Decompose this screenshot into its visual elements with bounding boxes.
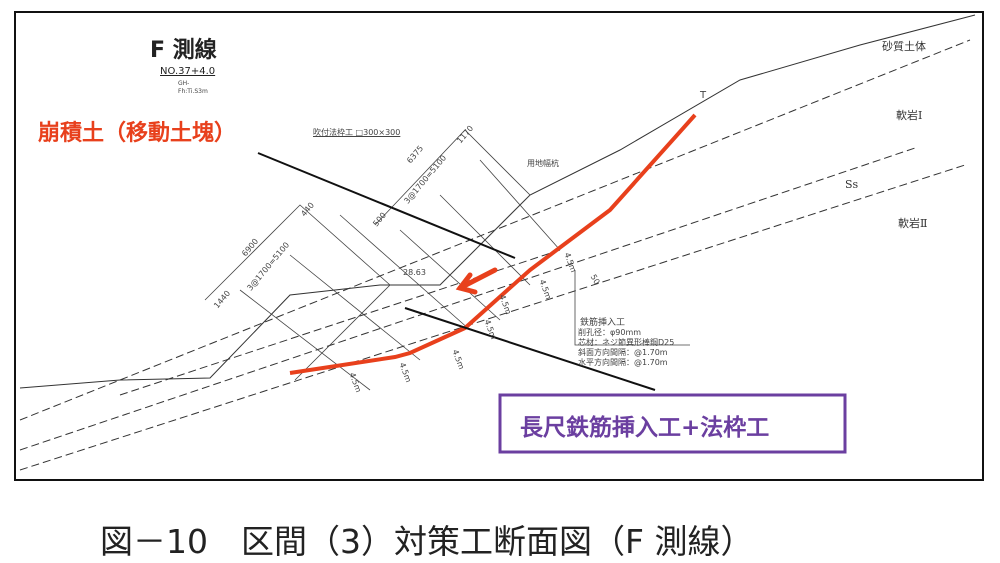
layer-soft-rock-2: 軟岩Ⅱ xyxy=(898,217,928,230)
section-title: F 測線 xyxy=(150,38,217,63)
countermeasure-label: 長尺鉄筋挿入工+法枠工 xyxy=(520,415,770,441)
rebar-nail xyxy=(289,254,421,361)
station-sub: Fh:Ti.S3m xyxy=(178,88,208,95)
ss-lower-line xyxy=(19,164,966,471)
layer-ss: Ss xyxy=(845,178,859,191)
slope-frame-label: 吹付法枠工 □300×300 xyxy=(313,128,401,137)
ss-upper-line xyxy=(19,147,916,451)
countermeasure-leader-line xyxy=(404,307,656,391)
figure-caption: 図－10 区間（3）対策工断面図（F 測線） xyxy=(100,522,754,561)
spec-leader xyxy=(574,270,690,346)
rebar-nail xyxy=(439,194,531,286)
nail-spec-line: 斜面方向間隔：@1.70m xyxy=(578,348,668,357)
boundary-stake-label: 用地幅杭 xyxy=(527,159,559,168)
frame-and-nails xyxy=(204,129,690,391)
berm-label: 28.63 xyxy=(403,268,426,277)
colluvium-label: 崩積土（移動土塊） xyxy=(38,121,237,146)
countermeasure-box xyxy=(498,393,847,454)
nail-spec-title: 鉄筋挿入工 xyxy=(580,318,626,328)
nail-spec-line: 削孔径：φ90mm xyxy=(578,328,642,337)
drawing-border xyxy=(14,11,984,481)
lower-frame-outline xyxy=(204,204,391,381)
rebar-nail xyxy=(399,229,501,321)
colluvium-leader-line xyxy=(257,152,516,259)
station-sub: GH- xyxy=(178,80,190,87)
top-marker: T xyxy=(700,90,707,101)
layer-soft-rock-1: 軟岩Ⅰ xyxy=(896,109,923,122)
rebar-nail xyxy=(339,214,471,331)
station-number: NO.37+4.0 xyxy=(160,66,216,77)
rebar-nail xyxy=(479,159,561,251)
layer-sandy: 砂質土体 xyxy=(882,40,926,53)
nail-spec-line: 水平方向間隔：@1.70m xyxy=(578,358,668,367)
rebar-nail xyxy=(239,289,371,391)
movement-arrow-icon xyxy=(455,267,498,295)
nail-spec-line: 芯材：ネジ節異形棒鋼D25 xyxy=(578,338,675,347)
nail-spec: 削孔径：φ90mm 芯材：ネジ節異形棒鋼D25 斜面方向間隔：@1.70m 水平… xyxy=(578,328,674,368)
